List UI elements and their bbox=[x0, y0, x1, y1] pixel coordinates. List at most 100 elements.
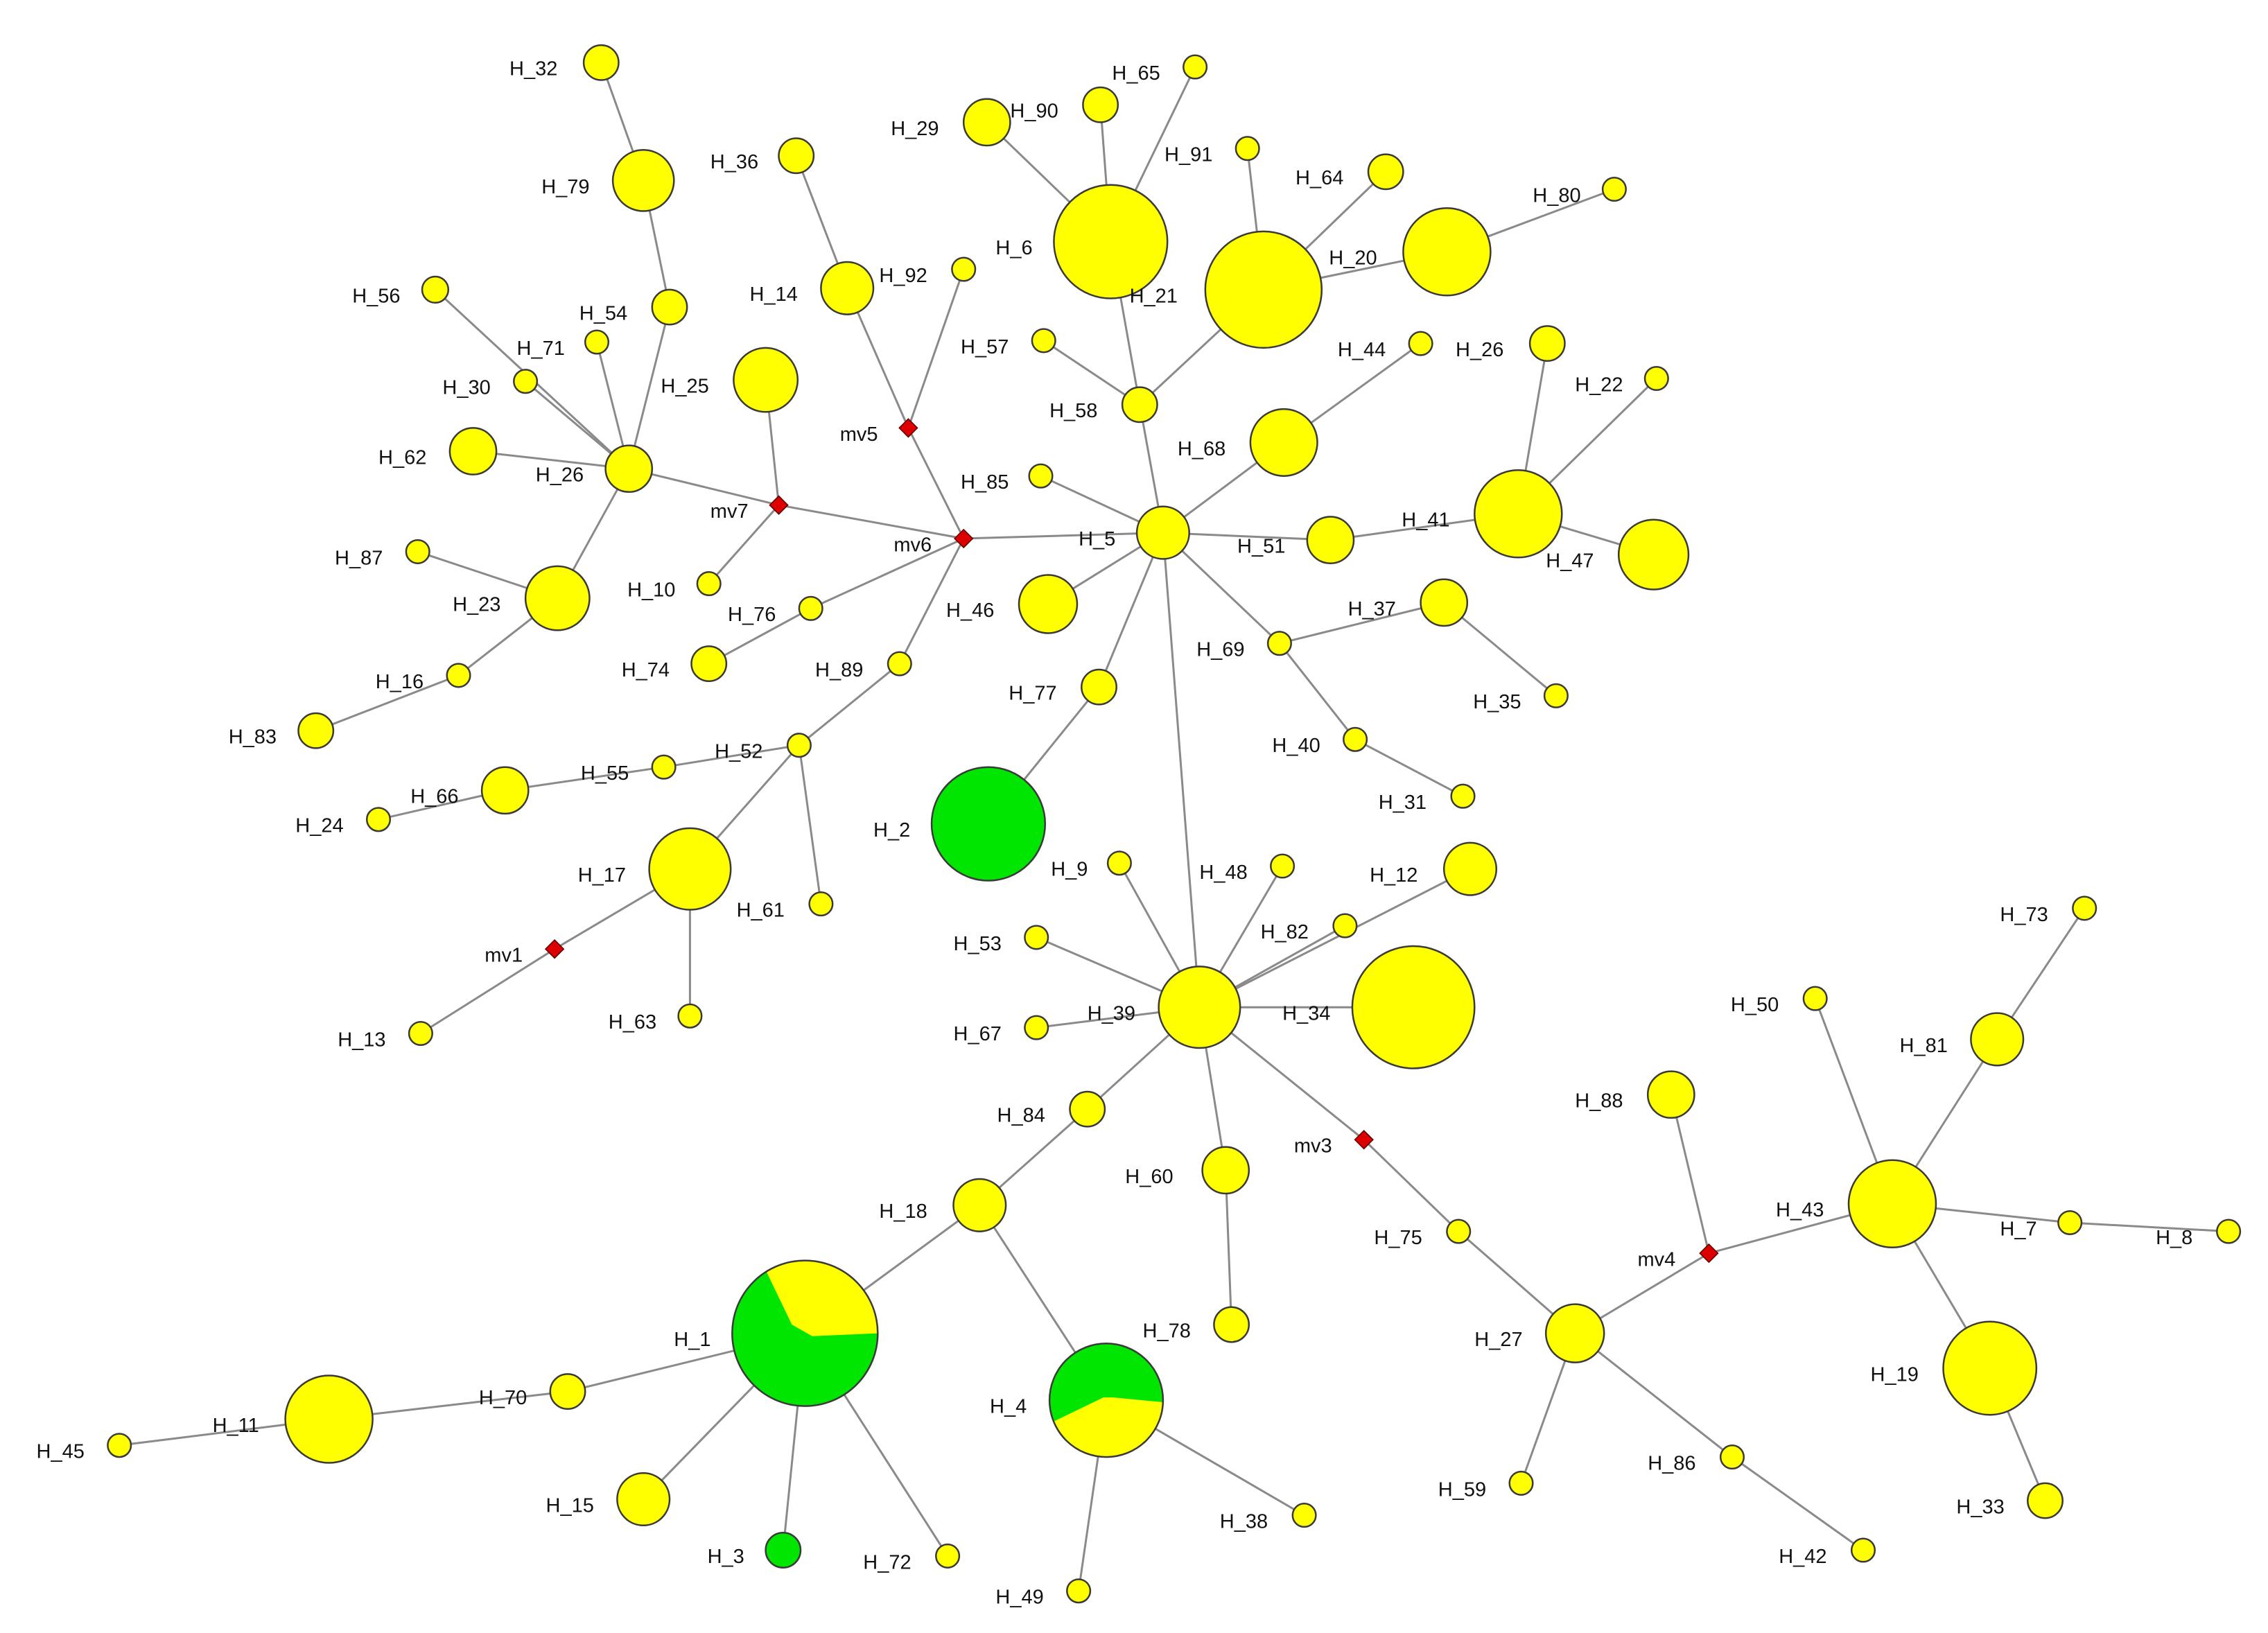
label-h_41: H_41 bbox=[1402, 509, 1449, 532]
edge-mv3-H_75 bbox=[1363, 1139, 1460, 1232]
node-h_69 bbox=[1266, 631, 1292, 656]
node-h_45 bbox=[107, 1433, 132, 1458]
edge-H_7-H_8 bbox=[2070, 1221, 2229, 1233]
label-h_44: H_44 bbox=[1338, 339, 1386, 361]
label-mv5: mv5 bbox=[840, 423, 878, 446]
node-h_44 bbox=[1408, 331, 1433, 356]
label-h_49: H_49 bbox=[995, 1587, 1043, 1609]
node-h_88 bbox=[1646, 1070, 1695, 1119]
label-h_3: H_3 bbox=[708, 1546, 744, 1568]
node-h_8 bbox=[2216, 1219, 2242, 1244]
node-h_70 bbox=[549, 1373, 586, 1411]
node-h_52 bbox=[786, 733, 812, 758]
label-h_86: H_86 bbox=[1648, 1453, 1695, 1475]
label-h_73: H_73 bbox=[2000, 904, 2048, 926]
label-h_47: H_47 bbox=[1546, 550, 1594, 573]
label-h_34: H_34 bbox=[1282, 1003, 1330, 1025]
label-mv1: mv1 bbox=[485, 945, 523, 967]
edge-H_88-mv4 bbox=[1670, 1094, 1710, 1254]
label-h_77: H_77 bbox=[1009, 683, 1056, 705]
label-h_26b: H_26 bbox=[1456, 339, 1503, 361]
edge-H_76-H_74 bbox=[708, 607, 812, 665]
label-h_90: H_90 bbox=[1010, 101, 1058, 123]
node-h_41 bbox=[1474, 469, 1563, 559]
label-h_71: H_71 bbox=[517, 338, 565, 360]
edge-H_69-H_37 bbox=[1279, 601, 1445, 645]
label-h_7: H_7 bbox=[2000, 1218, 2036, 1240]
node-h_18 bbox=[952, 1178, 1007, 1232]
label-h_58: H_58 bbox=[1049, 400, 1097, 422]
node-h_24 bbox=[365, 807, 392, 832]
node-h_42 bbox=[1850, 1537, 1876, 1563]
label-h_61: H_61 bbox=[737, 900, 785, 922]
node-mv6 bbox=[954, 528, 974, 549]
label-h_84: H_84 bbox=[997, 1105, 1045, 1127]
label-h_42: H_42 bbox=[1779, 1546, 1826, 1568]
node-h_38 bbox=[1291, 1503, 1317, 1528]
edge-H_52-H_55 bbox=[663, 744, 800, 769]
label-h_57: H_57 bbox=[961, 336, 1009, 358]
edge-H_57-H_58 bbox=[1043, 340, 1141, 406]
label-h_32: H_32 bbox=[509, 58, 557, 80]
node-h_59 bbox=[1508, 1470, 1534, 1496]
node-h_20 bbox=[1402, 207, 1492, 297]
node-h_16 bbox=[446, 663, 471, 688]
edge-H_26-mv7 bbox=[628, 467, 779, 507]
label-h_92: H_92 bbox=[879, 265, 927, 287]
edge-H_12-H_39 bbox=[1198, 868, 1471, 1008]
node-h_76 bbox=[798, 595, 823, 621]
edge-mv6-H_76 bbox=[810, 537, 964, 610]
node-h_89 bbox=[887, 651, 912, 676]
label-h_1: H_1 bbox=[674, 1329, 710, 1351]
node-h_91 bbox=[1235, 136, 1260, 161]
node-h_67 bbox=[1024, 1015, 1049, 1040]
node-mv4 bbox=[1699, 1243, 1719, 1264]
node-h_22 bbox=[1643, 365, 1669, 392]
label-h_15: H_15 bbox=[546, 1494, 594, 1517]
node-h_50 bbox=[1802, 986, 1828, 1011]
label-h_26: H_26 bbox=[536, 464, 584, 487]
label-h_11: H_11 bbox=[213, 1415, 259, 1437]
node-mv7 bbox=[769, 495, 789, 515]
node-h_7 bbox=[2057, 1210, 2083, 1236]
label-h_66: H_66 bbox=[410, 786, 458, 808]
node-h_86 bbox=[1719, 1444, 1745, 1470]
node-h_36 bbox=[778, 137, 815, 175]
label-h_24: H_24 bbox=[295, 815, 343, 837]
edge-H_92-mv5 bbox=[907, 269, 965, 428]
node-h_62 bbox=[448, 427, 498, 475]
label-h_69: H_69 bbox=[1196, 639, 1244, 661]
label-h_5: H_5 bbox=[1079, 528, 1115, 550]
node-h_55 bbox=[651, 754, 677, 780]
label-h_74: H_74 bbox=[622, 659, 670, 681]
edge-H_55-H_66 bbox=[505, 766, 664, 792]
node-mv5 bbox=[898, 418, 918, 438]
nodes-layer bbox=[107, 44, 2242, 1604]
node-h_46 bbox=[1018, 574, 1079, 634]
label-h_53: H_53 bbox=[954, 933, 1002, 955]
label-h_4: H_4 bbox=[990, 1396, 1027, 1418]
edge-mv5-mv6 bbox=[907, 427, 965, 539]
label-h_16: H_16 bbox=[376, 671, 424, 693]
node-h_58 bbox=[1121, 386, 1158, 423]
labels-layer: H_32H_79H_56H_54H_71H_30H_62H_26H_87H_23… bbox=[37, 58, 2193, 1609]
label-h_13: H_13 bbox=[338, 1029, 385, 1051]
label-h_46: H_46 bbox=[946, 600, 994, 622]
node-h_51 bbox=[1306, 516, 1355, 564]
node-h_21 bbox=[1204, 230, 1323, 349]
node-h_75 bbox=[1446, 1219, 1472, 1244]
node-h_54 bbox=[651, 288, 688, 326]
label-h_36: H_36 bbox=[710, 151, 758, 173]
label-h_25: H_25 bbox=[661, 376, 708, 398]
node-h_63 bbox=[677, 1003, 703, 1029]
label-h_87: H_87 bbox=[335, 547, 383, 569]
label-h_23: H_23 bbox=[453, 594, 500, 616]
label-h_12: H_12 bbox=[1370, 864, 1418, 887]
label-mv7: mv7 bbox=[710, 500, 749, 523]
node-h_23 bbox=[524, 565, 591, 631]
node-h_68 bbox=[1249, 408, 1318, 477]
node-h_48 bbox=[1270, 853, 1296, 879]
label-h_20: H_20 bbox=[1329, 247, 1377, 270]
edge-H_40-H_31 bbox=[1354, 738, 1464, 798]
node-h_77 bbox=[1081, 668, 1117, 706]
